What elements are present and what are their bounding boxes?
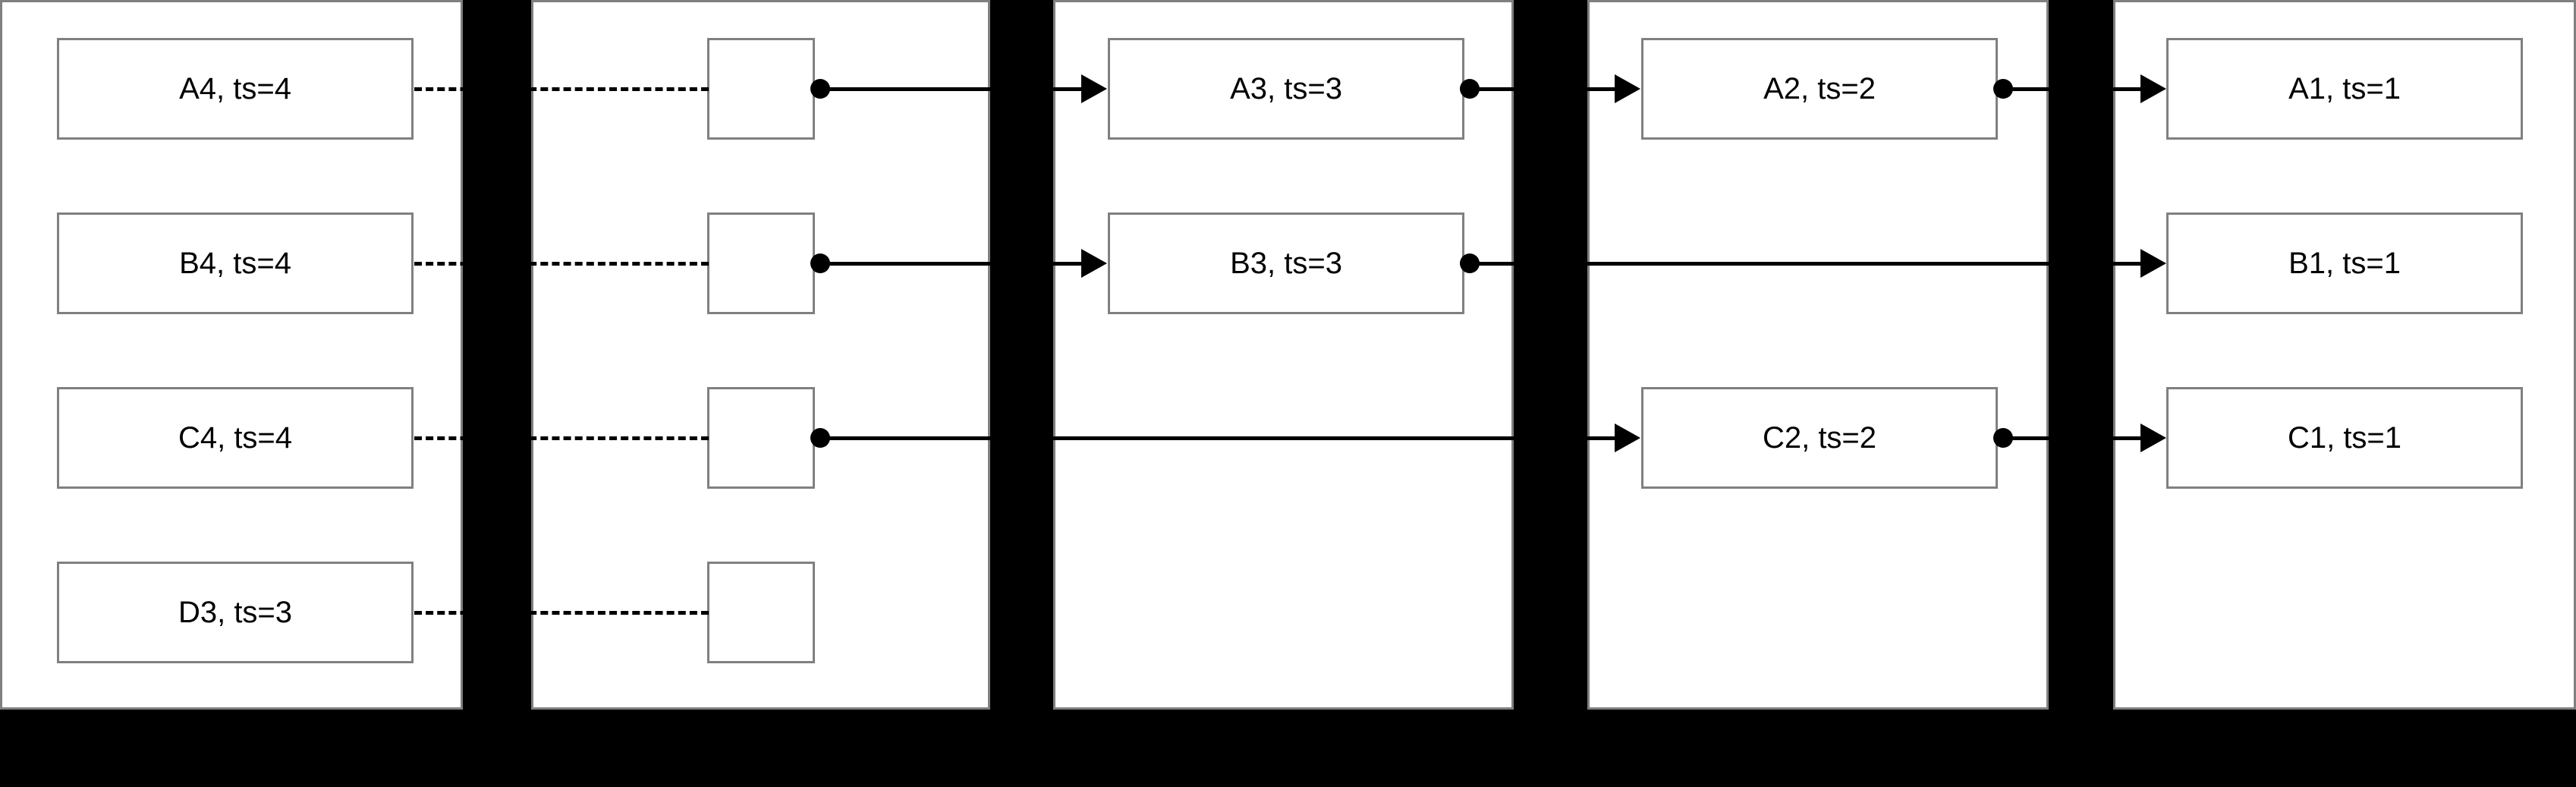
node-b1[interactable]: B1, ts=1 bbox=[2166, 212, 2523, 314]
source-dot-row3-col2 bbox=[810, 428, 830, 448]
arrowhead-to-b3 bbox=[1081, 249, 1107, 278]
arrowhead-to-b1 bbox=[2140, 249, 2166, 278]
node-a1[interactable]: A1, ts=1 bbox=[2166, 38, 2523, 140]
ghost-slot-row3[interactable] bbox=[707, 387, 815, 489]
edge-a2-to-a1 bbox=[2010, 87, 2140, 91]
dashed-connector-row2 bbox=[414, 262, 709, 266]
arrowhead-to-a3 bbox=[1081, 74, 1107, 103]
source-dot-row2-col2 bbox=[810, 253, 830, 273]
dashed-connector-row1 bbox=[414, 87, 709, 91]
node-c1[interactable]: C1, ts=1 bbox=[2166, 387, 2523, 489]
node-a2[interactable]: A2, ts=2 bbox=[1641, 38, 1998, 140]
node-a3[interactable]: A3, ts=3 bbox=[1108, 38, 1464, 140]
edge-a3-to-a2 bbox=[1477, 87, 1615, 91]
source-dot-c2 bbox=[1993, 428, 2013, 448]
edge-b3-to-b1 bbox=[1477, 262, 2140, 266]
edge-ghost1-to-a3 bbox=[827, 87, 1081, 91]
source-dot-a3 bbox=[1460, 79, 1480, 99]
ghost-slot-row4[interactable] bbox=[707, 562, 815, 663]
node-c4[interactable]: C4, ts=4 bbox=[57, 387, 414, 489]
arrowhead-to-a1 bbox=[2140, 74, 2166, 103]
node-d3[interactable]: D3, ts=3 bbox=[57, 562, 414, 663]
ghost-slot-row2[interactable] bbox=[707, 212, 815, 314]
edge-ghost3-to-c2 bbox=[827, 436, 1615, 440]
source-dot-a2 bbox=[1993, 79, 2013, 99]
node-b3[interactable]: B3, ts=3 bbox=[1108, 212, 1464, 314]
dashed-connector-row4 bbox=[414, 611, 709, 615]
source-dot-row1-col2 bbox=[810, 79, 830, 99]
ghost-slot-row1[interactable] bbox=[707, 38, 815, 140]
source-dot-b3 bbox=[1460, 253, 1480, 273]
arrowhead-to-a2 bbox=[1615, 74, 1640, 103]
arrowhead-to-c2 bbox=[1615, 423, 1640, 452]
dashed-connector-row3 bbox=[414, 436, 709, 440]
edge-ghost2-to-b3 bbox=[827, 262, 1081, 266]
edge-c2-to-c1 bbox=[2010, 436, 2140, 440]
node-a4[interactable]: A4, ts=4 bbox=[57, 38, 414, 140]
node-c2[interactable]: C2, ts=2 bbox=[1641, 387, 1998, 489]
node-b4[interactable]: B4, ts=4 bbox=[57, 212, 414, 314]
arrowhead-to-c1 bbox=[2140, 423, 2166, 452]
